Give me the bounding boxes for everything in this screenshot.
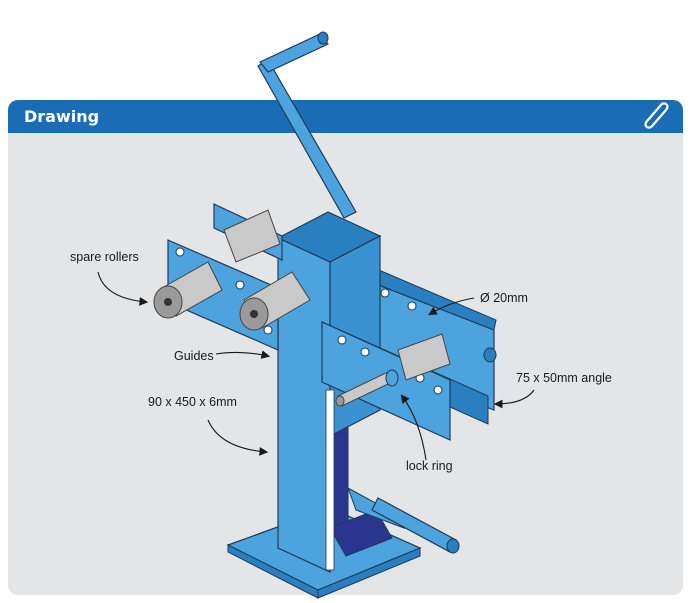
arrow-lock-ring (400, 394, 427, 461)
arrow-spare-rollers (97, 271, 149, 306)
panel-title: Drawing (24, 107, 100, 126)
label-guides: Guides (174, 349, 214, 363)
leader-arrows (97, 271, 535, 461)
lever-handle (257, 31, 357, 219)
paperclip-icon (644, 102, 669, 129)
label-diameter: Ø 20mm (480, 291, 528, 305)
panel-header: Drawing (8, 100, 683, 133)
label-angle: 75 x 50mm angle (516, 371, 612, 385)
label-spare-rollers: spare rollers (70, 250, 139, 264)
arrow-dimension (207, 419, 269, 456)
jack-handle-bar (371, 497, 460, 554)
arrow-diameter (428, 297, 475, 316)
spare-rollers (153, 209, 311, 331)
pin-lock-ring (335, 369, 399, 407)
label-dimension: 90 x 450 x 6mm (148, 395, 237, 409)
arrow-guides (215, 350, 271, 359)
label-lock-ring: lock ring (406, 459, 453, 473)
arrow-angle (493, 389, 535, 409)
